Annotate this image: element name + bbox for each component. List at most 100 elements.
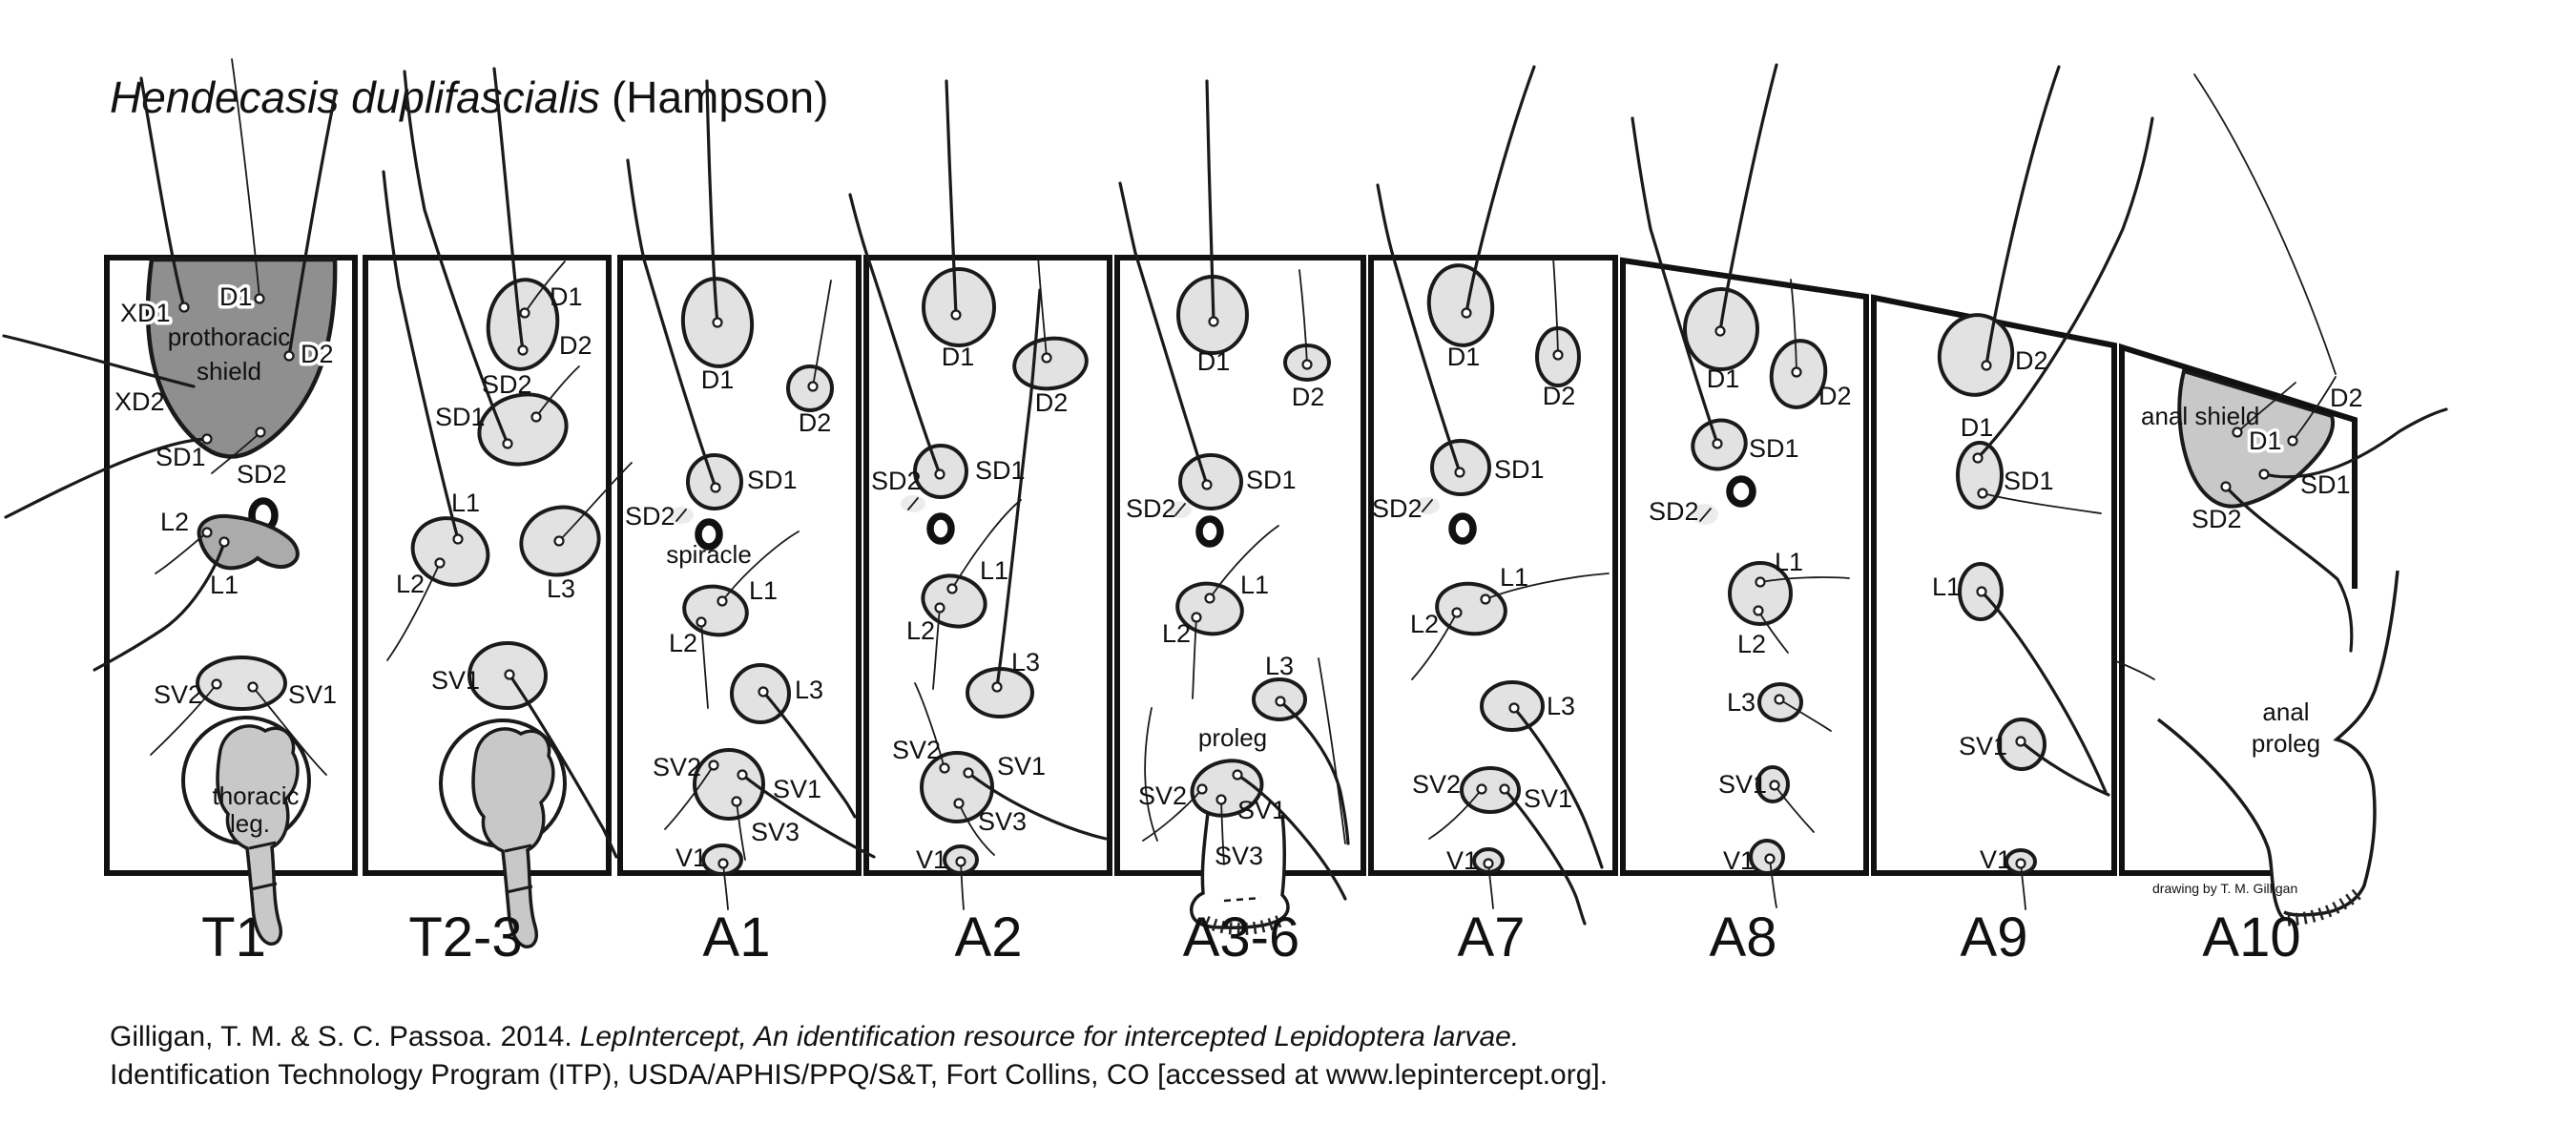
panel-border-a8 [1620,257,1869,876]
pinaculum-sv [920,751,994,823]
seta-sd2 [211,431,261,474]
seta-base-d2 [2287,435,2298,447]
pinaculum-l1-l2 [1435,581,1507,636]
seta-label-l3: L3 [795,676,823,704]
anal-proleg-label-line2: proleg [2252,729,2320,758]
seta-base-sv1 [1769,780,1780,791]
seta-label-l1: L1 [980,556,1008,585]
seta-sd1 [626,158,717,489]
seta-base-sv2 [708,760,719,771]
seta-sv1 [2019,739,2110,797]
seta-base-d2 [1791,366,1802,378]
seta-d2 [2292,376,2337,442]
seta-sv1 [1774,784,1815,833]
anal-proleg-outline-left [2156,718,2286,921]
panel-border-a1 [617,255,862,876]
seta-label-sd1: SD1 [156,443,206,471]
seta-label-sv1: SV1 [431,666,480,695]
seta-crossing-right [1318,657,1346,844]
seta-base-sv1 [247,681,259,693]
seta-label-v1: V1 [1446,846,1478,875]
seta-base-l2 [434,557,446,569]
seta-base-d2 [283,350,295,362]
seta-xd2 [2,334,196,388]
seta-l2 [1411,612,1458,680]
seta-l2 [1757,610,1789,654]
seta-label-l2: L2 [669,629,697,657]
seta-label-l2: L2 [160,508,189,536]
citation-line1: Gilligan, T. M. & S. C. Passoa. 2014.Lep… [110,1021,1519,1052]
seta-d2 [287,89,338,358]
panel-borders [104,255,2358,876]
seta-label-d1: D1 [2249,427,2282,455]
panel-label-a1: A1 [703,906,771,968]
seta-base-d1 [950,309,962,321]
seta-label-l1: L1 [1932,572,1961,601]
seta-label-v1: V1 [916,845,947,874]
shield-label-line1: prothoracic [168,323,291,351]
seta-l3 [1778,698,1832,732]
seta-d1 [1976,116,2154,460]
pinaculum-d2 [1012,336,1089,391]
seta-label-sv1: SV1 [1959,732,2007,760]
seta-base-d1 [1714,325,1726,337]
spiracle [1448,512,1477,545]
seta-base-d2 [1301,359,1313,370]
seta-xd1 [139,76,186,309]
seta-base-sd2 [530,411,542,423]
seta-label-sd2: SD2 [2192,505,2242,533]
panel-a8: D1 D2 SD1 SD2 L1 L2 L3 SV1 V1 A8 [1631,63,1852,968]
panel-a10: anal shield D2 D1 SD1 SD2 anal proleg dr… [2115,73,2448,968]
seta-l1 [93,540,226,672]
seta-sd1 [848,193,942,476]
seta-base-l1 [1755,576,1766,588]
seta-label-sd1: SD1 [1246,466,1297,494]
seta-v1 [1769,858,1777,908]
pinaculum-sd [477,392,569,467]
seta-label-l1: L1 [451,489,480,517]
seta-base-sv2 [939,762,950,774]
stray-seta [2115,660,2155,680]
seta-base-sv2 [1196,783,1208,795]
seta-sv2 [1428,788,1483,840]
seta-base-l2 [934,602,945,614]
seta-label-l2: L2 [1737,630,1766,658]
seta-sv2 [914,682,945,769]
seta-label-sd1: SD1 [747,466,798,494]
seta-label-v1: V1 [1723,846,1755,875]
seta-label-sv2: SV2 [154,680,202,709]
proleg-planta-line [1223,896,1262,903]
seta-base-v1 [1764,853,1776,864]
seta-label-d2: D2 [2015,346,2048,375]
seta-label-l3: L3 [1727,688,1755,717]
citation-line1-regular: Gilligan, T. M. & S. C. Passoa. 2014. [110,1021,572,1052]
seta-d1 [1465,65,1536,315]
seta-base-sd1 [2258,468,2270,480]
seta-sd1 [403,70,509,446]
seta-base-l2 [1191,612,1202,623]
seta-label-sd2: SD2 [237,460,287,489]
seta-l1 [1980,590,2108,794]
seta-label-d1: D1 [701,365,735,394]
seta-l1 [1485,572,1610,600]
panel-label-a8: A8 [1710,906,1777,968]
seta-d2 [1790,279,1797,373]
seta-l3 [1512,706,1604,869]
seta-label-sv1: SV1 [1237,796,1286,824]
seta-base-sd2 [255,427,266,438]
seta-label-d1: D1 [219,282,253,311]
seta-base-v1 [955,856,966,867]
citation: Gilligan, T. M. & S. C. Passoa. 2014.Lep… [110,1021,1608,1091]
seta-label-sv3: SV3 [978,807,1027,836]
figure-title: Hendecasis duplifascialis(Hampson) [110,73,828,122]
seta-label-v1: V1 [675,843,707,872]
panel-a2: D1 D2 SD1 SD2 L1 L2 L3 SV2 SV1 SV3 V1 A2 [848,79,1108,968]
seta-label-sd1: SD1 [1494,455,1545,484]
seta-sd2 [535,365,580,418]
seta-label-xd2: XD2 [114,387,165,416]
shield-label-line2: shield [197,357,261,385]
seta-base-d1 [2232,427,2243,438]
seta-d1 [705,79,719,324]
seta-crossing-left [1144,707,1158,842]
